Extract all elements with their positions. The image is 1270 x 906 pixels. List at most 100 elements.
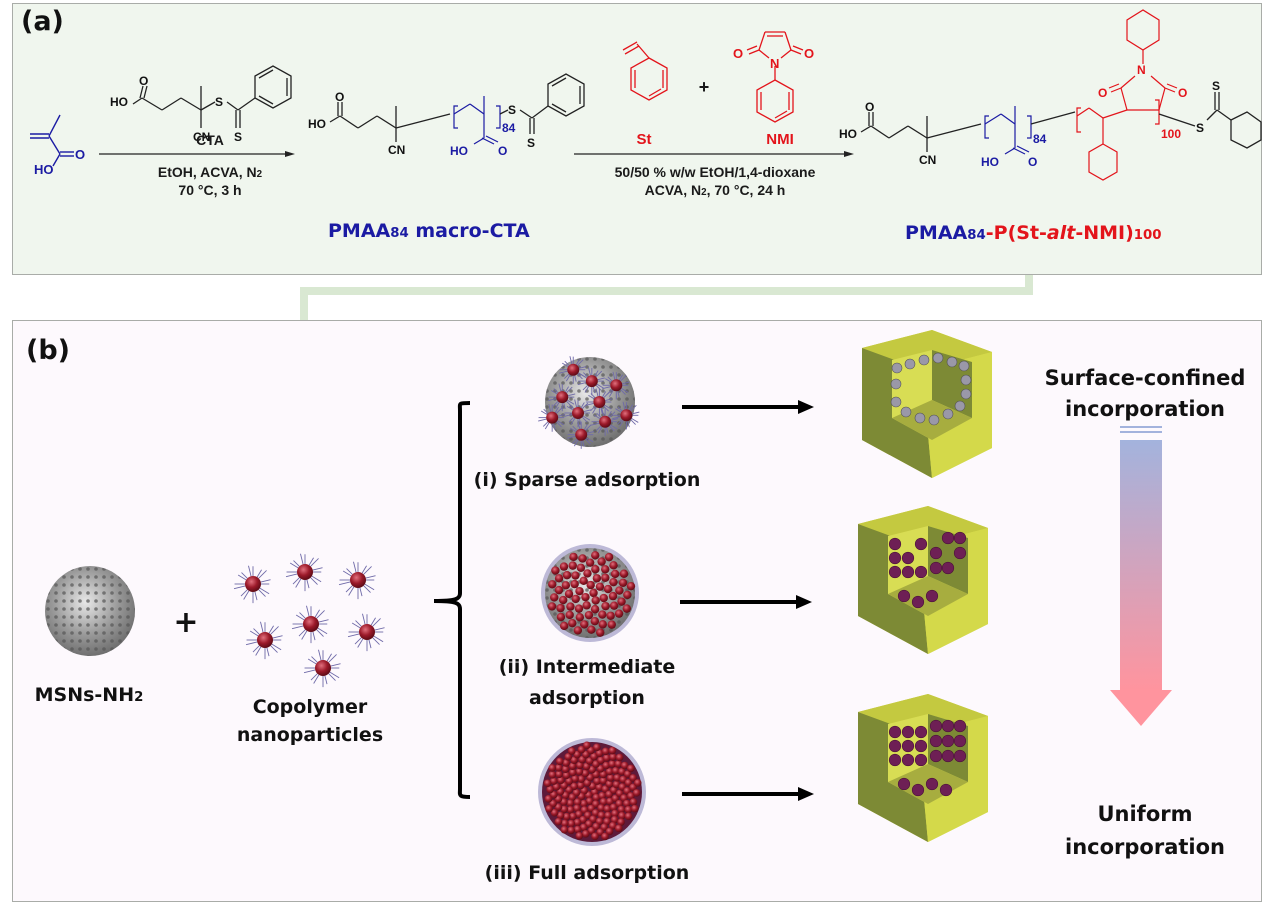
adsorbed-nanoparticle [598, 791, 606, 800]
embedded-particle [928, 414, 940, 426]
adsorbed-nanoparticle [561, 819, 569, 828]
matrix-cube-intermediate [858, 506, 988, 654]
adsorbed-nanoparticle [605, 780, 614, 788]
product-name-block2-sub: 100 [1133, 228, 1162, 243]
panel-a-label: (a) [21, 6, 64, 37]
adsorbed-nanoparticle [568, 561, 577, 570]
adsorbed-nanoparticle [554, 764, 563, 772]
adsorbed-nanoparticle [614, 609, 624, 618]
product-dp1: 84 [1033, 132, 1047, 146]
trend-bottom-line2: incorporation [1065, 835, 1225, 859]
embedded-particle [897, 777, 911, 791]
copolymer-nanoparticle [245, 621, 283, 660]
reaction-arrow-1 [99, 151, 295, 157]
embedded-particle [888, 537, 902, 551]
regime-2-caption-line2: adsorption [529, 687, 645, 709]
adsorbed-nanoparticle [578, 554, 587, 563]
adsorbed-nanoparticle [615, 586, 624, 595]
macro-cta-name-sub: 84 [390, 226, 409, 241]
adsorbed-nanoparticle [559, 562, 569, 571]
adsorbed-nanoparticle [608, 760, 616, 768]
adsorbed-nanoparticle [618, 578, 628, 588]
product-atom-o: O [865, 100, 874, 114]
adsorbed-nanoparticle [571, 775, 579, 783]
process-arrow-1 [682, 400, 814, 414]
embedded-particle [901, 725, 915, 739]
adsorbed-nanoparticle [556, 603, 565, 613]
nmi-atom-o1: O [733, 46, 743, 61]
product-atom-cn: CN [919, 153, 936, 167]
adsorbed-nanoparticle [560, 621, 569, 631]
adsorbed-nanoparticle [605, 827, 614, 836]
adsorbed-nanoparticle [601, 601, 610, 611]
adsorbed-nanoparticle [583, 811, 592, 820]
adsorbed-nanoparticle [615, 799, 624, 808]
adsorbed-nanoparticle [556, 612, 566, 622]
adsorbed-nanoparticle [618, 811, 626, 820]
product-name-block2-post: -NMI) [1075, 222, 1134, 244]
adsorbed-nanoparticle [606, 611, 615, 620]
adsorbed-nanoparticle [591, 408, 619, 436]
adsorbed-nanoparticle [554, 574, 564, 583]
adsorbed-nanoparticle [592, 793, 601, 802]
cta-atom-cn: CN [193, 130, 210, 144]
msn-sphere [45, 566, 135, 656]
adsorbed-nanoparticle [588, 765, 596, 774]
adsorbed-nanoparticle [567, 826, 575, 835]
embedded-particle [932, 352, 944, 364]
adsorbed-nanoparticle [565, 777, 573, 785]
adsorbed-nanoparticle [601, 747, 610, 756]
embedded-particle [888, 739, 902, 753]
adsorbed-nanoparticle [612, 401, 640, 430]
adsorbed-nanoparticle [598, 620, 607, 629]
step2-conditions-pre: ACVA, N [644, 182, 702, 198]
adsorbed-nanoparticle [608, 821, 617, 830]
adsorbed-nanoparticle [604, 552, 614, 562]
embedded-particle [914, 537, 928, 551]
macro-cta-name: PMAA84 macro-CTA [328, 220, 530, 242]
adsorbed-nanoparticle [609, 601, 619, 610]
msn-label-main: MSNs-NH [34, 684, 135, 706]
cta-atom-ho: HO [110, 95, 128, 109]
panel-b-plus: + [173, 605, 199, 640]
macro-cta-atom-o: O [335, 90, 344, 104]
adsorbed-nanoparticle [550, 808, 559, 817]
embedded-particle [914, 412, 926, 424]
adsorbed-nanoparticle [573, 750, 581, 759]
adsorbed-nanoparticle [575, 831, 584, 840]
adsorbed-nanoparticle [543, 779, 552, 788]
adsorbed-nanoparticle [596, 628, 605, 637]
adsorbed-nanoparticle [606, 774, 615, 782]
adsorbed-nanoparticle [564, 753, 573, 761]
adsorbed-nanoparticle [575, 767, 584, 776]
regime-3-caption: (iii) Full adsorption [484, 862, 690, 884]
product-atom-ho: HO [839, 127, 857, 141]
embedded-particle [954, 400, 966, 412]
adsorbed-nanoparticle [576, 781, 585, 790]
adsorbed-nanoparticle [623, 799, 631, 808]
adsorbed-nanoparticle [554, 817, 563, 826]
adsorbed-nanoparticle [626, 581, 636, 591]
step1-conditions-main: EtOH, ACVA, N [157, 164, 257, 180]
adsorbed-nanoparticle [596, 764, 605, 773]
adsorbed-nanoparticle [609, 561, 618, 570]
copolymer-nanoparticle [338, 561, 376, 600]
adsorbed-nanoparticle [567, 747, 576, 755]
adsorbed-nanoparticle [603, 805, 612, 813]
macro-cta-dp: 84 [502, 121, 516, 135]
adsorbed-nanoparticle [569, 812, 577, 821]
macro-cta-atom-o2: O [498, 144, 507, 158]
embedded-particle [900, 406, 912, 418]
regime-1-caption: (i) Sparse adsorption [473, 469, 701, 491]
adsorbed-nanoparticle [548, 383, 576, 412]
adsorbed-nanoparticle [558, 595, 568, 605]
process-arrow-3 [682, 787, 814, 801]
embedded-particle [918, 354, 930, 366]
adsorbed-nanoparticle [590, 605, 600, 614]
adsorbed-nanoparticle [545, 804, 553, 813]
adsorbed-nanoparticle [608, 746, 617, 755]
embedded-particle [901, 551, 915, 565]
embedded-particle [914, 739, 928, 753]
copolymer-nanoparticle [233, 565, 271, 604]
adsorbed-nanoparticle [595, 783, 604, 792]
